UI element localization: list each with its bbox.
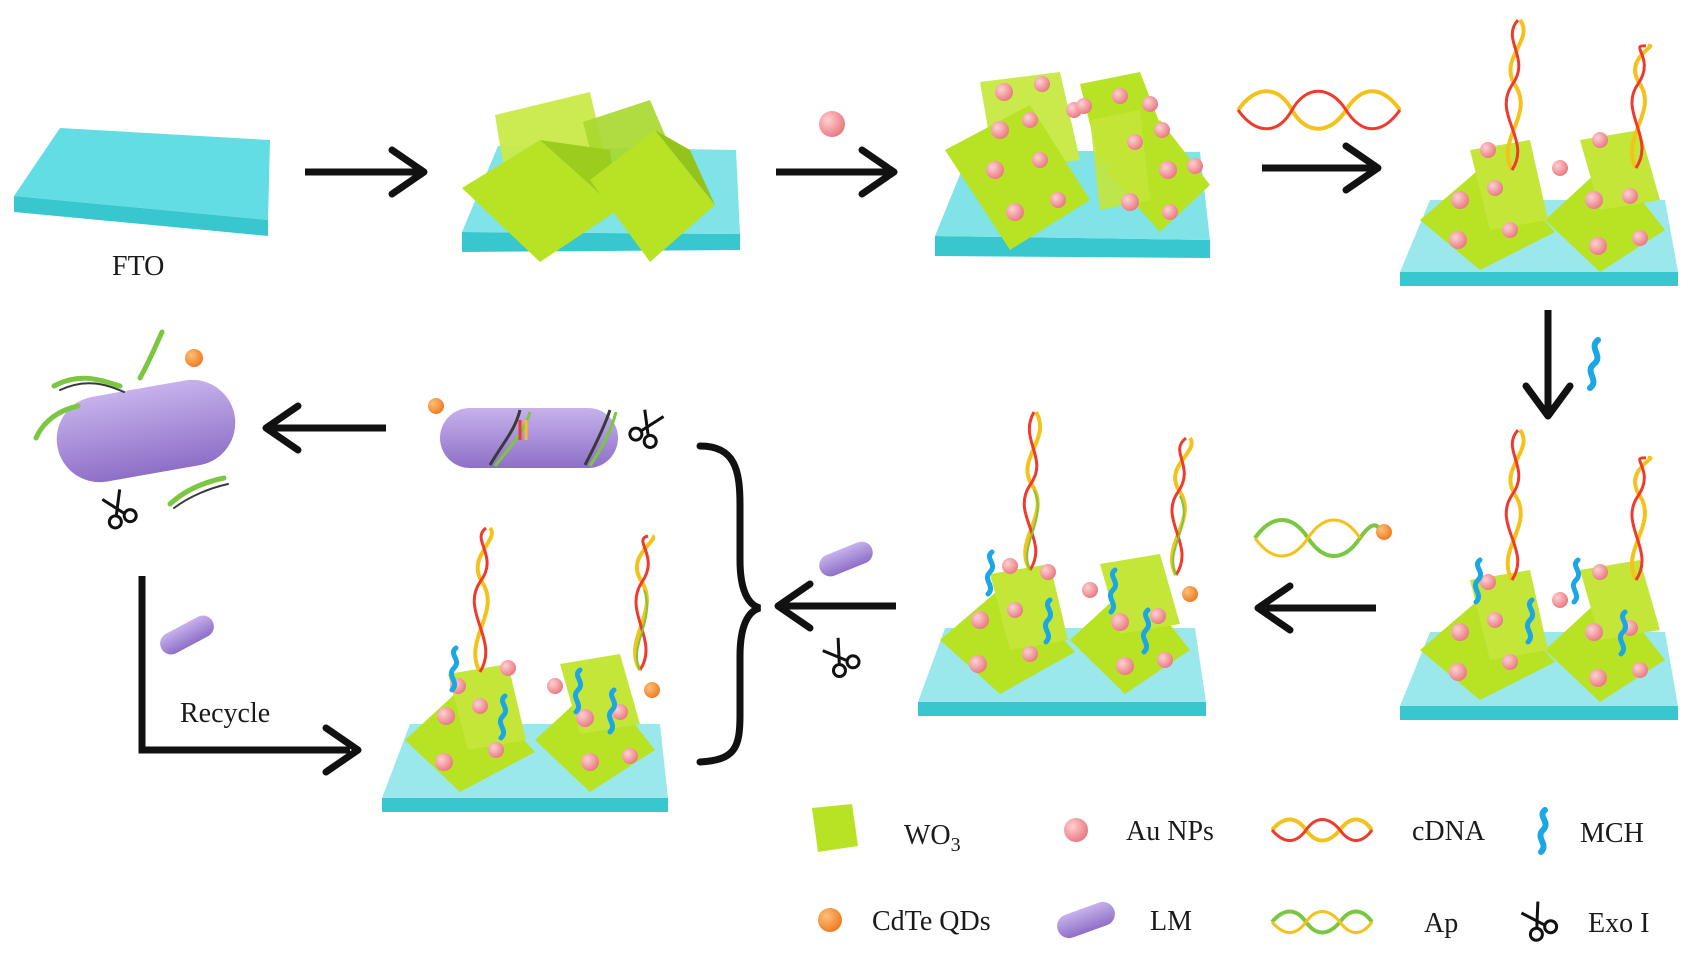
arrow-step-4-down-head [1522, 382, 1574, 420]
au-dots-step7 [435, 660, 638, 771]
cdte-qd-step7 [644, 682, 660, 698]
scissors-icon [628, 409, 665, 449]
mch-reagent [1587, 337, 1601, 391]
lm-ap-complex [440, 408, 618, 468]
fto-substrate [14, 128, 270, 236]
scissors-icon [822, 637, 861, 679]
wo3-on-fto [462, 92, 740, 262]
recycle-arrow-head [322, 724, 362, 776]
arrow-step-7-head [262, 402, 302, 454]
legend-wo3-swatch [812, 804, 858, 852]
released-lm [56, 379, 236, 483]
scissors-icon [101, 489, 138, 530]
lm-reagent-recycle [160, 615, 214, 655]
cdna-strands-step4 [1504, 18, 1653, 171]
ssdna-fragments [33, 329, 229, 509]
legend-exo-swatch [1520, 901, 1559, 942]
dsdna-strands-step6 [1022, 411, 1194, 576]
legend-ap-swatch [1270, 909, 1374, 935]
cdte-qd-released [185, 349, 203, 367]
cdna-strands-step5 [1504, 428, 1653, 581]
legend-au-swatch [1064, 818, 1088, 842]
au-dots-step5 [1449, 564, 1648, 687]
legend-cdte-label: CdTe QDs [872, 906, 991, 937]
legend-mch-label: MCH [1580, 818, 1644, 849]
curly-brace [696, 442, 762, 766]
arrow-step-1-head [388, 146, 428, 198]
legend: WO3 Au NPs cDNA MCH CdTe QDs LM Ap [812, 804, 1649, 942]
cdna-reagent [1236, 89, 1402, 131]
ap-reagent [1253, 518, 1382, 558]
legend-ap-label: Ap [1424, 908, 1458, 939]
legend-lm-swatch [1057, 901, 1115, 939]
ap-electrode [918, 554, 1206, 716]
mch-molecules-step7 [448, 645, 618, 741]
cdte-qd-lm-complex [428, 398, 444, 414]
au-dots-step6 [969, 558, 1173, 675]
mch-electrode [1400, 560, 1678, 720]
recycle-path [138, 576, 350, 754]
cdte-qd-on-ap [1376, 524, 1392, 540]
au-nanoparticle-reagent [819, 111, 845, 137]
recycle-label: Recycle [180, 698, 270, 729]
cdna-electrode [1400, 130, 1678, 286]
legend-au-label: Au NPs [1126, 816, 1214, 847]
final-electrode [382, 654, 668, 812]
cdte-qd-step6 [1182, 586, 1198, 602]
arrow-step-2-head [858, 146, 898, 198]
arrow-step-3-head [1342, 142, 1382, 194]
mch-molecules-step5 [1472, 557, 1629, 657]
lm-reagent-step6 [819, 541, 873, 577]
fto-label: FTO [112, 251, 164, 282]
arrow-step-6-head [774, 580, 814, 632]
legend-mch-swatch [1537, 807, 1549, 855]
au-dots-step3 [986, 76, 1203, 221]
au-dots-step4 [1449, 132, 1648, 255]
legend-cdte-swatch [818, 908, 842, 932]
arrow-step-5-head [1254, 582, 1294, 634]
legend-wo3-label: WO3 [904, 820, 961, 856]
legend-cdna-swatch [1270, 817, 1374, 843]
legend-lm-label: LM [1150, 906, 1192, 937]
legend-exo-label: Exo I [1588, 908, 1649, 939]
legend-cdna-label: cDNA [1412, 816, 1486, 847]
au-wo3-electrode [935, 72, 1210, 258]
dsdna-strands-step7 [472, 526, 656, 673]
mch-molecules-step6 [984, 549, 1152, 655]
